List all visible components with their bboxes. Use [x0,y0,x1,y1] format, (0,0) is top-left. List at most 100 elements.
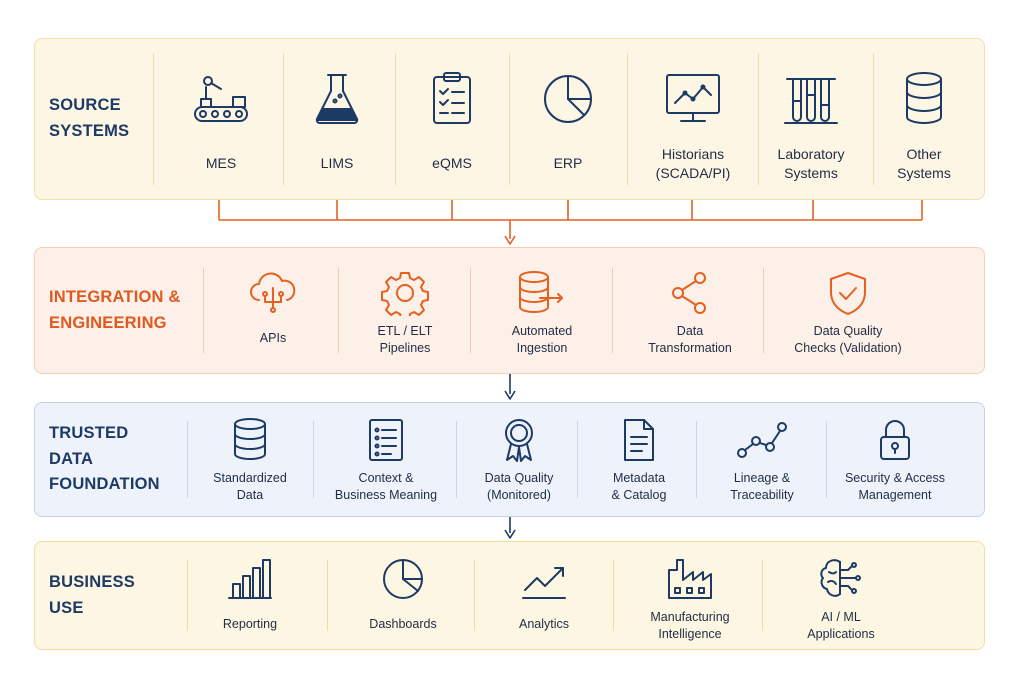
flask-icon [315,74,359,124]
divider [470,268,471,353]
item-label: eQMS [432,155,472,171]
item-label: AI / ML Applications [807,610,875,641]
business-item-manufacturing-intelligence: Manufacturing Intelligence [625,556,755,643]
item-label: Historians (SCADA/PI) [655,146,731,181]
business-use-layer: BUSINESS USE Reporting Dashboards Analyt… [34,541,985,650]
source-item-laboratory-systems: Laboratory Systems [746,71,876,183]
item-label: Security & Access Management [844,471,946,502]
item-label: Context & Business Meaning [334,471,438,502]
source-item-historians: Historians (SCADA/PI) [628,71,758,183]
trusted-item-metadata-catalog: Metadata & Catalog [574,417,704,504]
item-label: Manufacturing Intelligence [650,610,730,641]
integration-to-trusted-arrow [504,374,516,400]
conveyor-icon [194,76,248,122]
divider [762,560,763,631]
database-icon [234,418,266,460]
item-label: Dashboards [369,617,437,631]
integration-engineering-layer: INTEGRATION & ENGINEERING APIs ETL / ELT… [34,247,985,374]
business-item-ai-ml-applications: AI / ML Applications [776,556,906,643]
trusted-item-context-business-meaning: Context & Business Meaning [321,417,451,504]
divider [826,421,827,498]
item-label: Lineage & Traceability [730,471,794,502]
integration-item-etl-elt-pipelines: ETL / ELT Pipelines [340,270,470,357]
item-label: ETL / ELT Pipelines [377,324,433,355]
trusted-item-lineage-traceability: Lineage & Traceability [697,417,827,504]
integration-item-data-transformation: Data Transformation [625,270,755,357]
trusted-item-security-access-management: Security & Access Management [830,417,960,504]
item-label: APIs [259,331,287,345]
pie-chart-icon [544,75,592,123]
divider [509,53,510,185]
database-icon [906,72,942,124]
divider [338,268,339,353]
item-label: Standardized Data [213,471,287,502]
lineage-nodes-icon [737,422,787,458]
divider [613,560,614,631]
integration-item-apis: APIs [208,270,338,347]
file-text-icon [624,419,654,461]
business-item-analytics: Analytics [479,556,609,633]
factory-icon [668,559,712,599]
item-label: LIMS [320,155,354,171]
divider [187,421,188,498]
cloud-network-icon [250,272,296,313]
divider [474,560,475,631]
item-label: Data Quality Checks (Validation) [794,324,902,355]
layer-title-business-use: BUSINESS USE [49,572,135,617]
source-to-integration-connector [218,200,923,245]
test-tubes-icon [784,78,838,124]
integration-item-automated-ingestion: Automated Ingestion [477,270,607,357]
item-label: Metadata & Catalog [611,471,667,502]
divider [612,268,613,353]
trusted-item-data-quality-monitored: Data Quality (Monitored) [454,417,584,504]
item-label: MES [205,155,237,171]
divider [313,421,314,498]
source-item-lims: LIMS [272,71,402,173]
award-ribbon-icon [505,419,533,462]
item-label: Automated Ingestion [511,324,573,355]
divider [627,53,628,185]
business-item-dashboards: Dashboards [338,556,468,633]
source-systems-layer: SOURCE SYSTEMS MES LIMS [34,38,985,200]
clipboard-checklist-icon [433,72,471,124]
monitor-trend-icon [666,74,720,122]
item-label: Data Quality (Monitored) [484,471,554,502]
document-list-icon [369,419,403,461]
integration-item-data-quality-checks: Data Quality Checks (Validation) [783,270,913,357]
item-label: Data Transformation [648,324,732,355]
divider [327,560,328,631]
divider [395,53,396,185]
share-nodes-icon [672,272,706,314]
divider [456,421,457,498]
source-item-other-systems: Other Systems [859,71,989,183]
divider [696,421,697,498]
divider [203,268,204,353]
padlock-icon [880,420,910,460]
source-item-mes: MES [156,71,286,173]
item-label: Other Systems [897,146,951,181]
source-item-erp: ERP [503,71,633,173]
trusted-to-business-arrow [504,517,516,539]
divider [763,268,764,353]
divider [153,53,154,185]
layer-title-source-systems: SOURCE SYSTEMS [49,96,130,140]
layer-title-integration-engineering: INTEGRATION & ENGINEERING [49,287,181,332]
divider [577,421,578,498]
item-label: Reporting [222,617,278,631]
divider [283,53,284,185]
divider [758,53,759,185]
shield-check-icon [830,272,866,315]
divider [187,560,188,631]
brain-circuit-icon [820,559,861,597]
business-item-reporting: Reporting [185,556,315,633]
layer-title-trusted-data-foundation: TRUSTED DATA FOUNDATION [49,424,160,494]
item-label: Laboratory Systems [777,146,845,181]
source-item-eqms: eQMS [387,71,517,173]
item-label: Analytics [518,617,570,631]
database-arrow-icon [519,271,563,313]
pie-chart-icon [383,559,423,599]
trusted-item-standardized-data: Standardized Data [185,417,315,504]
item-label: ERP [553,155,583,171]
divider [873,53,874,185]
